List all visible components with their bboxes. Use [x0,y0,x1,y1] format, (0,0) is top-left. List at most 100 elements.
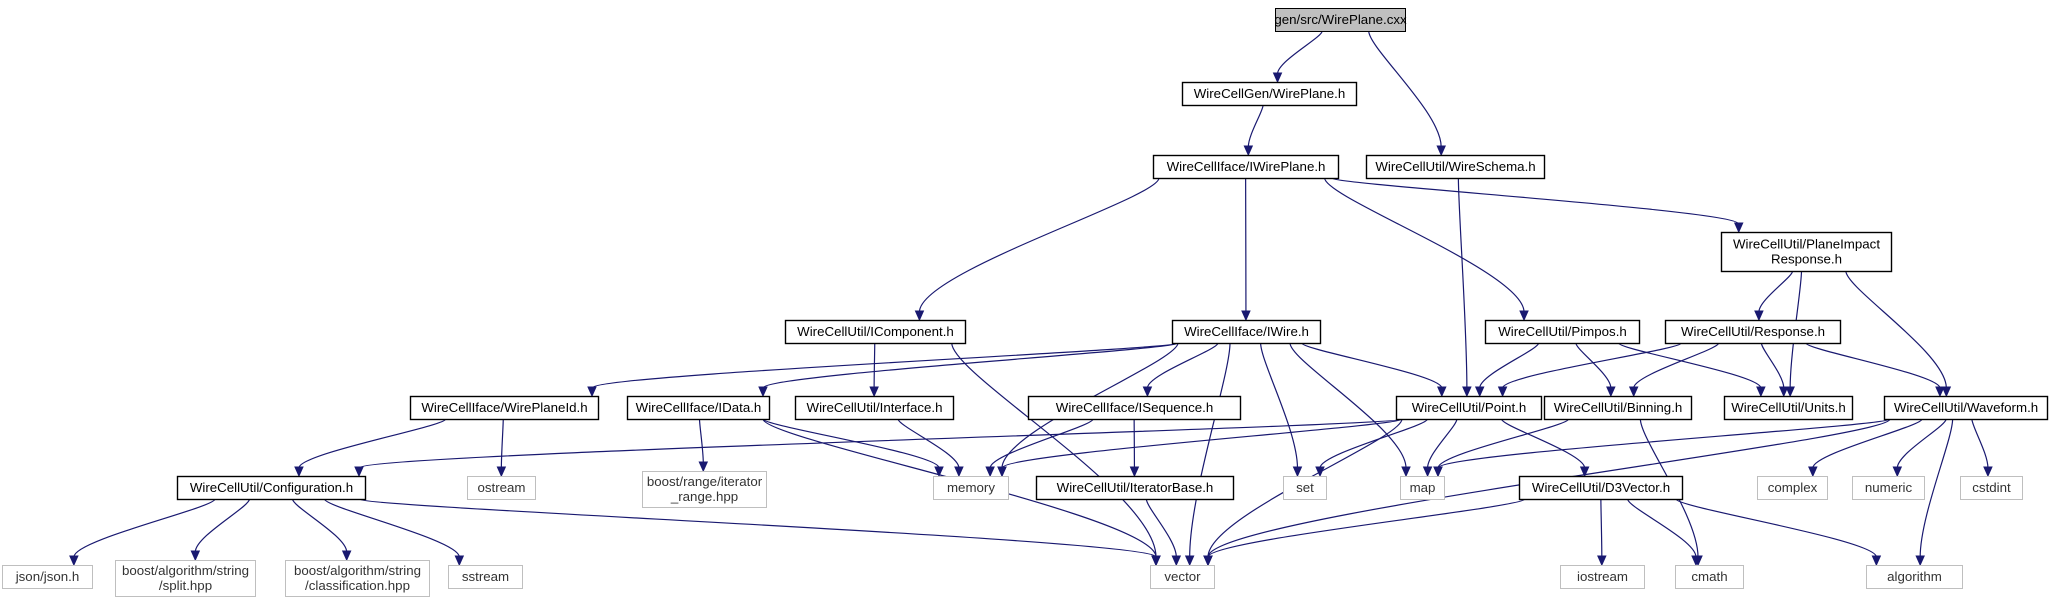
edge-arrowhead [1241,310,1251,322]
node-label: WireCellUtil/Point.h [1412,400,1527,415]
node-point[interactable]: WireCellUtil/Point.h [1395,395,1543,421]
node-cstdint: cstdint [1960,476,2023,500]
edge-line [951,342,1157,558]
node-box [1035,475,1235,501]
edge-arrowhead [934,466,944,478]
edge-iwireplane-to-iwire [1241,177,1251,322]
node-idata[interactable]: WireCellIface/IData.h [626,395,771,421]
node-box [1675,565,1744,589]
node-label: memory [947,480,995,495]
node-label: WireCellUtil/IteratorBase.h [1057,480,1214,495]
edge-arrowhead [1597,555,1607,567]
node-iteratorbase[interactable]: WireCellUtil/IteratorBase.h [1035,475,1235,501]
edge-arrowhead [1436,145,1446,157]
node-d3vector[interactable]: WireCellUtil/D3Vector.h [1518,475,1684,501]
edge-line [1457,177,1468,389]
edge-response-to-units [1760,342,1789,398]
edge-pimpos-to-binning [1575,342,1616,398]
edge-iwireplane-to-planeimpact [1331,177,1744,234]
edge-arrowhead [1437,386,1447,398]
edge-line [1331,177,1740,225]
edge-arrowhead [698,461,709,473]
edge-line [762,342,1179,389]
edge-response-to-waveform [1805,342,1945,398]
edge-line [1437,418,1891,469]
node-interface[interactable]: WireCellUtil/Interface.h [794,395,955,421]
node-binning[interactable]: WireCellUtil/Binning.h [1543,395,1693,421]
node-sstream: sstream [448,565,523,589]
node-label: WireCellIface/WirePlaneId.h [421,400,587,415]
edge-wireplaneid-to-ostream [496,418,507,478]
node-label: gen/src/WirePlane.cxx [1274,12,1407,27]
edge-planeimpact-to-response [1754,270,1794,322]
node-label: /classification.hpp [305,578,410,593]
node-label: WireCellUtil/D3Vector.h [1532,480,1670,495]
edge-arrowhead [1433,466,1443,478]
edge-arrowhead [190,550,201,562]
edge-arrowhead [1941,386,1952,398]
edge-arrowhead [1184,555,1195,567]
node-box [1283,476,1327,500]
edge-line [1617,342,1762,389]
node-box [1400,476,1445,500]
edge-line [698,418,704,464]
edge-arrowhead [1151,555,1161,567]
node-label: cmath [1691,569,1727,584]
edge-d3vector-to-cmath [1627,498,1701,567]
node-iwireplane[interactable]: WireCellIface/IWirePlane.h [1152,154,1340,180]
edge-arrowhead [1892,466,1903,478]
edge-arrowhead [1171,555,1182,567]
edge-line [358,498,1157,558]
edge-arrowhead [1778,386,1789,398]
edge-d3vector-to-algorithm [1675,498,1882,567]
node-wireplaneid[interactable]: WireCellIface/WirePlaneId.h [409,395,600,421]
edge-arrowhead [1756,386,1766,398]
edge-arrowhead [1142,386,1153,398]
edge-arrowhead [1871,555,1882,567]
edge-iwire-to-point [1301,342,1447,398]
edge-arrowhead [1422,466,1433,478]
node-pimpos[interactable]: WireCellUtil/Pimpos.h [1484,319,1641,345]
node-classification: boost/algorithm/string/classification.hp… [285,560,430,597]
edge-line [298,418,447,469]
node-label: WireCellUtil/Binning.h [1554,400,1683,415]
node-units[interactable]: WireCellUtil/Units.h [1723,395,1854,421]
edge-arrowhead [1733,222,1744,234]
node-configuration[interactable]: WireCellUtil/Configuration.h [176,475,367,501]
edge-arrowhead [1983,466,1993,478]
node-box [1757,476,1828,500]
node-cmath: cmath [1675,565,1744,589]
edge-line [323,498,460,558]
node-json: json/json.h [2,565,93,589]
edge-line [1260,342,1299,469]
edge-line [1247,104,1264,148]
node-label: WireCellUtil/Interface.h [807,400,943,415]
node-box [176,475,367,501]
node-response[interactable]: WireCellUtil/Response.h [1664,319,1842,345]
edge-arrowhead [758,386,768,398]
edge-isequence-to-iteratorbase [1129,418,1140,478]
node-gen-wireplane[interactable]: WireCellGen/WirePlane.h [1181,81,1358,107]
edge-line [1301,342,1443,389]
node-waveform[interactable]: WireCellUtil/Waveform.h [1883,395,2049,421]
node-box [1171,319,1322,345]
edge-arrowhead [1785,386,1795,398]
node-wireschema[interactable]: WireCellUtil/WireSchema.h [1365,154,1546,180]
node-label: sstream [462,569,509,584]
node-complex: complex [1757,476,1828,500]
node-box [1852,476,1925,500]
node-label: Response.h [1771,252,1842,267]
node-box [1275,8,1406,32]
edge-arrowhead [1915,555,1925,567]
edge-waveform-to-numeric [1892,418,1947,478]
node-isequence[interactable]: WireCellIface/ISequence.h [1027,395,1242,421]
edge-root-to-gen-wireplane [1272,30,1323,84]
edge-configuration-to-vector [358,498,1161,567]
node-icomponent[interactable]: WireCellUtil/IComponent.h [784,319,967,345]
edge-line [1368,30,1442,148]
node-iwire[interactable]: WireCellIface/IWire.h [1171,319,1322,345]
edge-line [1289,342,1407,469]
edge-arrowhead [354,466,364,478]
